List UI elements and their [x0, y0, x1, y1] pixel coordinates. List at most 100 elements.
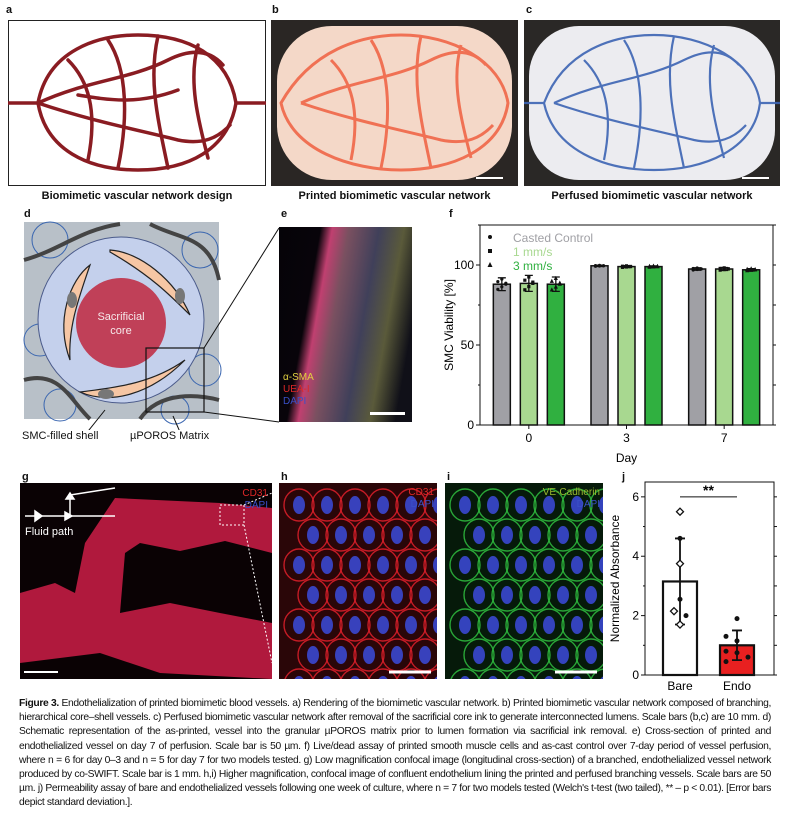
panel-g-letter: g	[22, 471, 29, 483]
cell-border	[339, 608, 371, 642]
nucleus	[544, 676, 554, 679]
figure-label: Figure 3.	[19, 698, 59, 709]
cell-border	[562, 668, 592, 679]
panel-i-letter: i	[447, 471, 451, 483]
data-point	[531, 280, 535, 284]
cell-border	[325, 518, 357, 552]
cell-border	[463, 638, 495, 672]
data-point	[523, 288, 527, 292]
data-point	[597, 263, 602, 267]
data-point	[677, 535, 683, 541]
data-point	[557, 280, 562, 285]
y-tick-label: 6	[632, 490, 639, 504]
legend-marker	[488, 249, 492, 253]
nucleus	[557, 586, 569, 604]
nucleus	[571, 616, 583, 634]
panel-h-cd31-image: CD31 DAPI	[279, 483, 437, 679]
cell-border	[589, 608, 603, 642]
nucleus	[599, 616, 603, 634]
cell-border	[519, 638, 551, 672]
nucleus	[487, 496, 499, 514]
significance-label: **	[703, 482, 714, 498]
stain-label-vecadherin: VE-Cadherin	[543, 487, 600, 498]
cell-border	[339, 488, 371, 522]
cell-border	[491, 578, 523, 612]
nucleus	[307, 526, 319, 544]
data-point	[718, 266, 722, 271]
bar-casted-control-day0	[492, 283, 512, 426]
cell-border	[533, 488, 565, 522]
cell-border	[367, 608, 399, 642]
cell-border	[353, 578, 385, 612]
nucleus	[363, 646, 375, 664]
nucleus	[307, 646, 319, 664]
nucleus	[293, 496, 305, 514]
panel-g-confocal-image: Fluid path CD31 DAPI	[20, 483, 272, 679]
nucleus	[293, 616, 305, 634]
nucleus	[433, 556, 437, 574]
nucleus	[585, 586, 597, 604]
nucleus	[405, 496, 417, 514]
nucleus	[321, 556, 333, 574]
cell-border	[311, 608, 343, 642]
scale-bar	[370, 412, 405, 415]
nucleus	[391, 526, 403, 544]
panel-f-letter: f	[449, 208, 453, 220]
legend-label: 3 mm/s	[513, 259, 552, 273]
x-tick-label: Bare	[667, 679, 693, 693]
nucleus	[378, 676, 388, 679]
data-point	[504, 281, 508, 285]
nucleus	[473, 646, 485, 664]
cell-border	[381, 518, 413, 552]
cell-border	[325, 638, 357, 672]
nucleus	[501, 586, 513, 604]
x-tick-label: Endo	[723, 679, 751, 693]
cell-border	[450, 668, 480, 679]
y-tick-label: 2	[632, 609, 639, 623]
nucleus	[460, 676, 470, 679]
data-point	[699, 267, 703, 271]
data-point	[718, 268, 722, 272]
y-axis-label: SMC Viability [%]	[442, 279, 456, 371]
cell-border	[589, 548, 603, 582]
cell-border	[547, 518, 579, 552]
cell-border	[477, 548, 509, 582]
data-point	[745, 654, 751, 660]
cell-border	[368, 668, 398, 679]
data-point	[723, 633, 729, 639]
nucleus	[515, 616, 527, 634]
plot-frame	[479, 224, 774, 426]
nucleus	[377, 556, 389, 574]
stain-label-uea: UEA-I	[283, 384, 310, 395]
panel-a-caption: Biomimetic vascular network design	[41, 190, 233, 202]
nucleus	[585, 646, 597, 664]
panel-d-schematic: Sacrificial core	[23, 221, 280, 430]
nucleus	[529, 586, 541, 604]
data-point	[496, 287, 500, 291]
cell-border	[575, 578, 603, 612]
data-point	[734, 638, 740, 644]
data-point	[624, 264, 629, 268]
data-point	[553, 275, 558, 281]
cell-border	[477, 488, 509, 522]
nucleus	[543, 496, 555, 514]
data-point	[628, 264, 633, 269]
data-point	[675, 620, 685, 629]
x-tick-label: 3	[623, 431, 630, 445]
panel-c-perfused-network-photo	[524, 20, 780, 186]
data-point	[722, 266, 726, 270]
nucleus	[459, 496, 471, 514]
cell-border	[353, 638, 385, 672]
nucleus	[363, 586, 375, 604]
nucleus	[488, 676, 498, 679]
cell-border	[534, 668, 564, 679]
nucleus	[321, 496, 333, 514]
cell-border	[283, 548, 315, 582]
nucleus	[363, 526, 375, 544]
cell-border	[505, 608, 537, 642]
bar-1-mm-s-day0	[519, 282, 539, 426]
panel-e-letter: e	[281, 208, 288, 220]
cell-border	[491, 638, 523, 672]
nucleus	[391, 586, 403, 604]
